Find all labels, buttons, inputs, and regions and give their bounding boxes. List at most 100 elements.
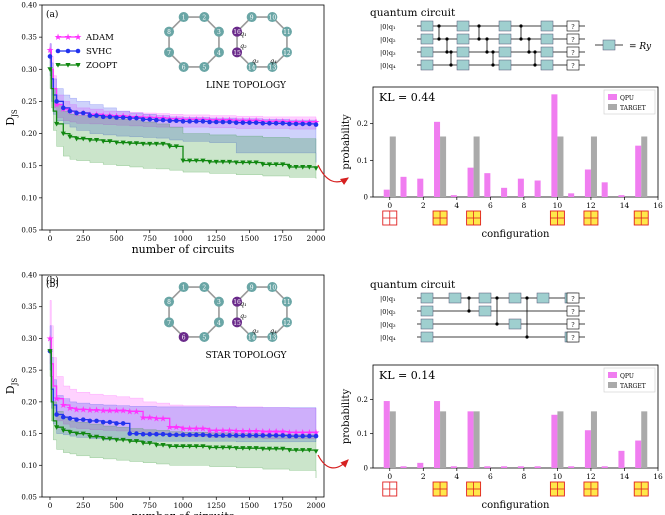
qubit-node-label: 10	[269, 285, 277, 292]
point-svhc	[273, 433, 279, 438]
point-zoopt	[93, 138, 100, 143]
point-zoopt	[180, 158, 186, 164]
panel-label-b: (b)	[46, 275, 59, 286]
qubit-label: |0⟩q₄	[380, 334, 396, 342]
point-zoopt	[306, 448, 312, 453]
point-svhc	[247, 120, 252, 125]
qubit-node-label: 14	[248, 334, 256, 341]
y-tick-label: 0	[364, 194, 368, 202]
y-tick-label: 0.35	[21, 34, 37, 42]
qubit-node	[199, 61, 210, 72]
bar-qpu	[584, 430, 591, 468]
bar-qpu	[467, 167, 474, 197]
bar-qpu	[383, 401, 390, 468]
point-adam: ★	[66, 404, 74, 414]
measure-glyph: ?	[571, 37, 574, 44]
y-axis-label: DJS	[4, 109, 19, 126]
point-svhc	[114, 115, 119, 120]
point-adam: ★	[53, 101, 61, 111]
point-svhc	[120, 421, 126, 426]
legend-label: QPU	[620, 95, 634, 102]
bar-target	[389, 136, 396, 197]
point-svhc	[160, 431, 166, 437]
qubit-node	[246, 282, 257, 293]
point-adam: ★	[265, 428, 273, 438]
point-zoopt	[67, 134, 73, 140]
qubit-node-label: 16	[233, 299, 241, 306]
point-zoopt	[306, 165, 312, 170]
point-adam: ★	[79, 405, 87, 415]
bar-qpu	[618, 450, 625, 468]
point-adam: ★	[86, 406, 94, 416]
y-tick-label: 0.05	[21, 494, 37, 502]
band-svhc	[49, 43, 317, 163]
x-tick-label: 0	[48, 234, 53, 243]
legend-label: QPU	[620, 373, 634, 380]
qubit-node-label: 4	[217, 50, 221, 57]
bar-qpu	[551, 414, 558, 468]
qubit-node-label: 8	[167, 29, 171, 36]
ry-gate	[478, 292, 492, 304]
bar-qpu	[534, 180, 541, 197]
point-adam: ★	[146, 414, 154, 424]
ry-gate	[540, 59, 554, 71]
panel-a-line-chart: ★★★★★★★★★★★★★★★★★★★★★★★★★★★★★★★★★★★★★★★★…	[4, 2, 326, 257]
qubit-node	[246, 331, 257, 342]
qubit-node	[178, 331, 189, 342]
point-zoopt	[73, 431, 80, 437]
qubit-label: |0⟩q₃	[380, 321, 396, 329]
legend-label: TARGET	[620, 105, 646, 112]
point-svhc	[260, 433, 266, 438]
legend-swatch	[608, 104, 617, 110]
qubit-node	[267, 12, 278, 23]
point-zoopt	[253, 160, 259, 166]
point-adam: ★	[46, 334, 54, 344]
topology-qubit-label: q₁	[240, 300, 247, 308]
point-zoopt	[167, 444, 173, 449]
qubit-node	[213, 317, 224, 328]
y-tick-label: 0.30	[21, 335, 37, 343]
qubit-node-label: 13	[269, 64, 277, 71]
qubit-node-label: 11	[283, 299, 291, 306]
point-adam: ★	[166, 423, 174, 433]
ry-gate	[536, 292, 550, 304]
ry-gate	[420, 305, 434, 317]
bar-qpu	[417, 462, 424, 468]
config-glyph	[549, 481, 565, 497]
legend-label: ZOOPT	[86, 61, 118, 71]
bar-target	[590, 411, 597, 468]
qubit-node-label: 9	[250, 285, 254, 292]
point-zoopt	[160, 141, 166, 147]
y-tick-label: 0.40	[21, 272, 37, 280]
point-svhc	[200, 119, 206, 124]
ry-gate	[498, 46, 512, 58]
config-glyph	[633, 210, 649, 226]
cnot-dot	[525, 296, 529, 300]
x-axis-label: configuration	[482, 500, 551, 511]
point-svhc	[74, 417, 79, 422]
qubit-node	[199, 282, 210, 293]
point-adam: ★	[92, 406, 100, 416]
point-zoopt	[133, 141, 140, 146]
x-tick-label: 12	[586, 472, 596, 481]
point-zoopt	[73, 136, 80, 142]
point-svhc	[87, 418, 93, 424]
x-tick-label: 4	[454, 472, 459, 481]
point-zoopt	[80, 136, 86, 142]
measure-glyph: ?	[571, 296, 574, 303]
cnot-dot	[527, 50, 531, 54]
y-tick-label: 0.05	[21, 227, 37, 235]
measure-glyph: ?	[571, 322, 574, 329]
band-svhc	[49, 325, 317, 443]
point-svhc	[140, 117, 146, 122]
ry-gate	[420, 318, 434, 330]
qubit-node-label: 3	[217, 29, 221, 36]
bar-qpu	[568, 466, 575, 468]
ry-gate	[448, 292, 462, 304]
x-tick-label: 750	[143, 234, 158, 243]
qubit-node	[246, 12, 257, 23]
point-adam: ★	[259, 428, 267, 438]
point-svhc	[233, 433, 239, 438]
x-tick-label: 6	[488, 472, 493, 481]
